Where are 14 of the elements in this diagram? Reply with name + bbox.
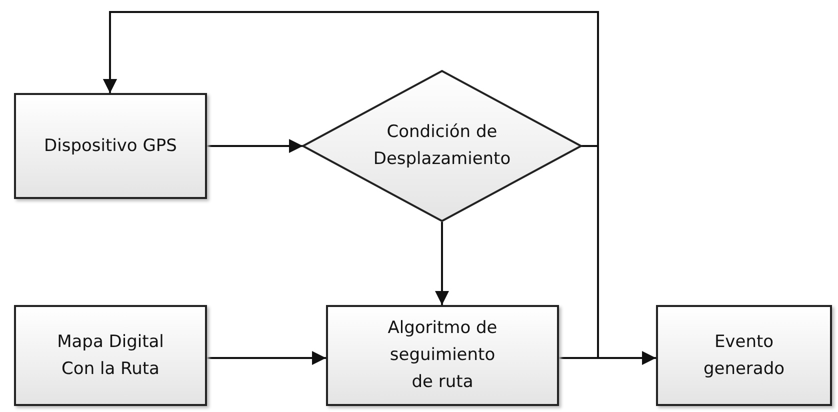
node-label: Condición de Desplazamiento (372, 121, 512, 171)
node-label: Algoritmo de seguimiento de ruta (386, 317, 498, 394)
process-box (326, 305, 559, 406)
arrow (207, 351, 326, 365)
node-label: Dispositivo GPS (44, 134, 177, 158)
arrow (103, 11, 599, 147)
node-label: Mapa Digital Con la Ruta (56, 330, 165, 380)
process-box (14, 305, 207, 406)
process-box (14, 93, 207, 199)
node-label: Evento generado (702, 330, 786, 380)
process-box (656, 305, 832, 406)
arrow (207, 139, 303, 153)
arrow (435, 222, 449, 305)
decision-diamond (303, 70, 581, 222)
